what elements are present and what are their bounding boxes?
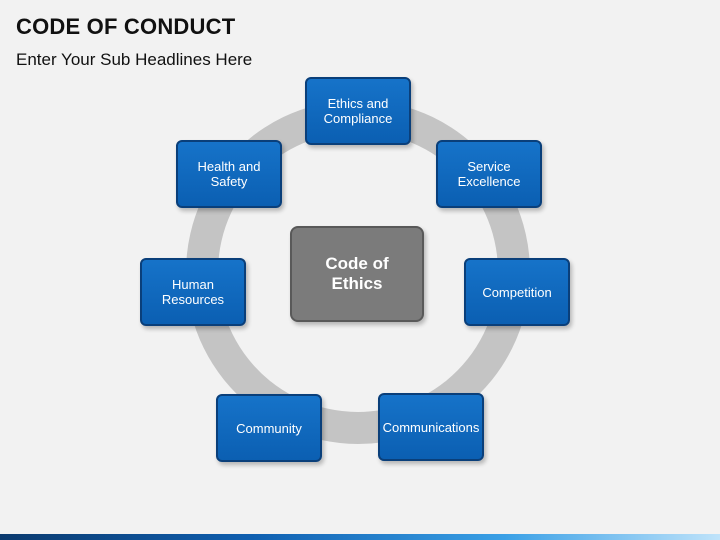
node-ethics-and-compliance: Ethics and Compliance (305, 77, 411, 145)
footer-accent-bar (0, 534, 720, 540)
center-node-code-of-ethics: Code of Ethics (290, 226, 424, 322)
node-community: Community (216, 394, 322, 462)
ring-arrow-segment (191, 294, 295, 426)
page-subtitle: Enter Your Sub Headlines Here (16, 50, 253, 69)
node-competition: Competition (464, 258, 570, 326)
node-communications: Communications (378, 393, 484, 461)
node-health-and-safety: Health and Safety (176, 140, 282, 208)
page-title: CODE OF CONDUCT (16, 14, 236, 39)
node-service-excellence: Service Excellence (436, 140, 542, 208)
node-human-resources: Human Resources (140, 258, 246, 326)
